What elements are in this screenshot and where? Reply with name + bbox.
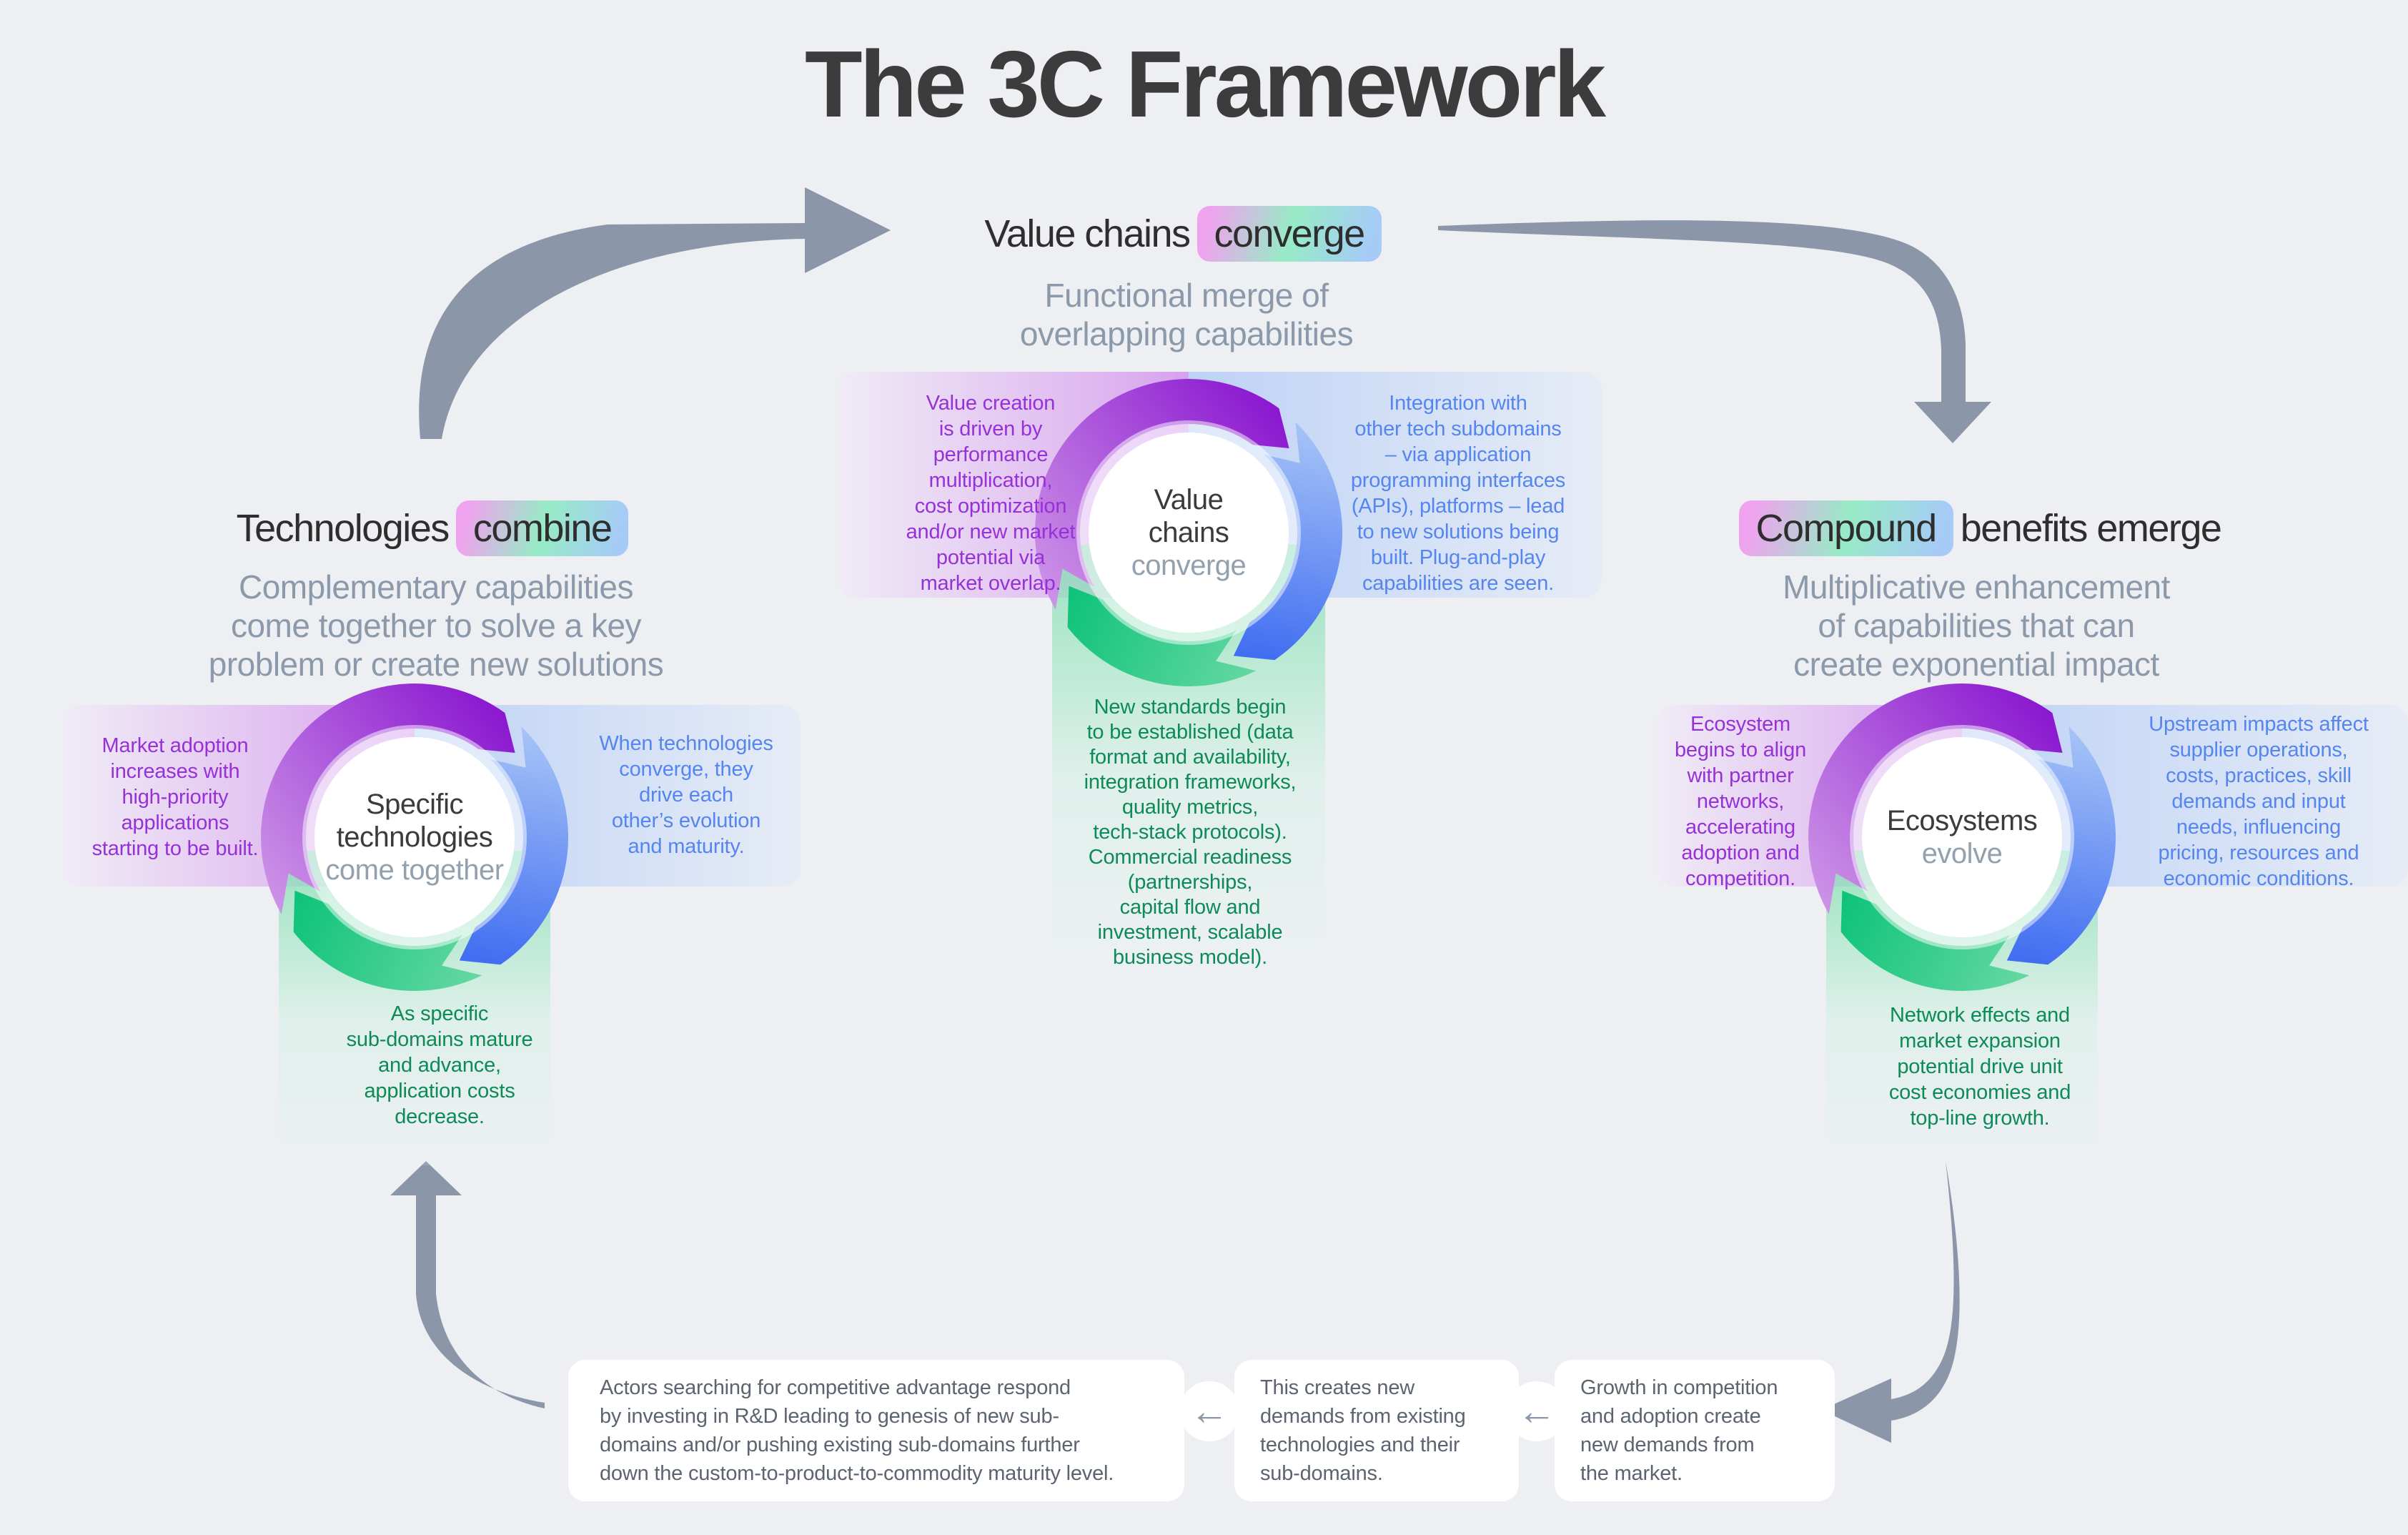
circle-label-value-chains: Value chains converge xyxy=(1067,461,1310,604)
circle-title: Ecosystems xyxy=(1886,805,2038,836)
arrow-right-to-bottom-icon xyxy=(1821,1161,1960,1443)
ring-segment-blue xyxy=(459,726,569,965)
page-title: The 3C Framework xyxy=(804,31,1606,137)
cycle-ring-technologies xyxy=(261,683,569,991)
circle-label-technologies: Specific technologies come together xyxy=(293,766,536,909)
feedback-text: Growth in competition and adoption creat… xyxy=(1580,1376,1778,1485)
ring-segment-green xyxy=(1840,890,2030,991)
subtitle-compound: Multiplicative enhancement of capabiliti… xyxy=(1783,568,2170,683)
note-blue: Upstream impacts affect supplier operati… xyxy=(2149,713,2369,890)
highlight-chip: Compound xyxy=(1738,500,1953,556)
arrow-bottom-to-left-icon xyxy=(390,1161,545,1408)
left-arrow-icon: ← xyxy=(1507,1381,1567,1441)
ring-center-disc xyxy=(1862,737,2062,937)
ring-segment-green xyxy=(1067,586,1257,686)
ring-segment-purple xyxy=(1808,683,2063,914)
feedback-box-growth: Growth in competition and adoption creat… xyxy=(1555,1360,1835,1501)
circle-subtitle: converge xyxy=(1131,550,1247,581)
note-green: New standards begin to be established (d… xyxy=(1084,696,1297,969)
header-prefix: Technologies xyxy=(236,507,450,550)
note-green: Network effects and market expansion pot… xyxy=(1888,1004,2071,1130)
left-arrow-icon: ← xyxy=(1179,1381,1239,1441)
circle-title: Value chains xyxy=(1148,484,1229,548)
ring-segment-purple xyxy=(261,683,515,914)
ring-center-disc xyxy=(314,737,515,937)
ring-segment-green xyxy=(293,890,482,991)
circle-subtitle: evolve xyxy=(1921,838,2003,869)
cycle-ring-ecosystems xyxy=(1808,683,2116,991)
ring-center-disc xyxy=(1089,433,1289,633)
feedback-text: Actors searching for competitive advanta… xyxy=(600,1376,1114,1485)
note-purple: Value creation is driven by performance … xyxy=(906,392,1076,595)
circle-label-ecosystems: Ecosystems evolve xyxy=(1840,766,2084,909)
note-purple: Market adoption increases with high-prio… xyxy=(91,734,259,860)
highlight-chip: combine xyxy=(455,500,629,556)
note-green: As specific sub-domains mature and advan… xyxy=(346,1002,533,1128)
feedback-box-demands: This creates new demands from existing t… xyxy=(1234,1360,1519,1501)
ring-segment-blue xyxy=(2006,726,2116,965)
left-arrow-glyph: ← xyxy=(1517,1390,1556,1433)
highlight-chip: converge xyxy=(1196,206,1382,262)
left-arrow-glyph: ← xyxy=(1190,1390,1229,1433)
note-blue: Integration with other tech subdomains –… xyxy=(1350,392,1566,595)
cycle-ring-value-chains xyxy=(1035,379,1343,686)
ring-segment-blue xyxy=(1233,422,1343,661)
header-prefix: Value chains xyxy=(984,212,1191,255)
subtitle-value-chains: Functional merge of overlapping capabili… xyxy=(1019,277,1354,352)
circle-subtitle: come together xyxy=(325,854,504,886)
arrow-top-to-right-icon xyxy=(1438,220,1991,443)
ring-segment-purple xyxy=(1035,379,1289,610)
arrow-left-to-top-icon xyxy=(419,187,891,439)
feedback-box-actors: Actors searching for competitive advanta… xyxy=(568,1360,1184,1501)
note-blue: When technologies converge, they drive e… xyxy=(599,732,773,858)
header-suffix: benefits emerge xyxy=(1960,507,2222,550)
note-purple: Ecosystem begins to align with partner n… xyxy=(1674,713,1807,890)
feedback-text: This creates new demands from existing t… xyxy=(1260,1376,1466,1485)
subtitle-technologies: Complementary capabilities come together… xyxy=(208,568,664,683)
circle-title: Specific technologies xyxy=(336,789,493,853)
